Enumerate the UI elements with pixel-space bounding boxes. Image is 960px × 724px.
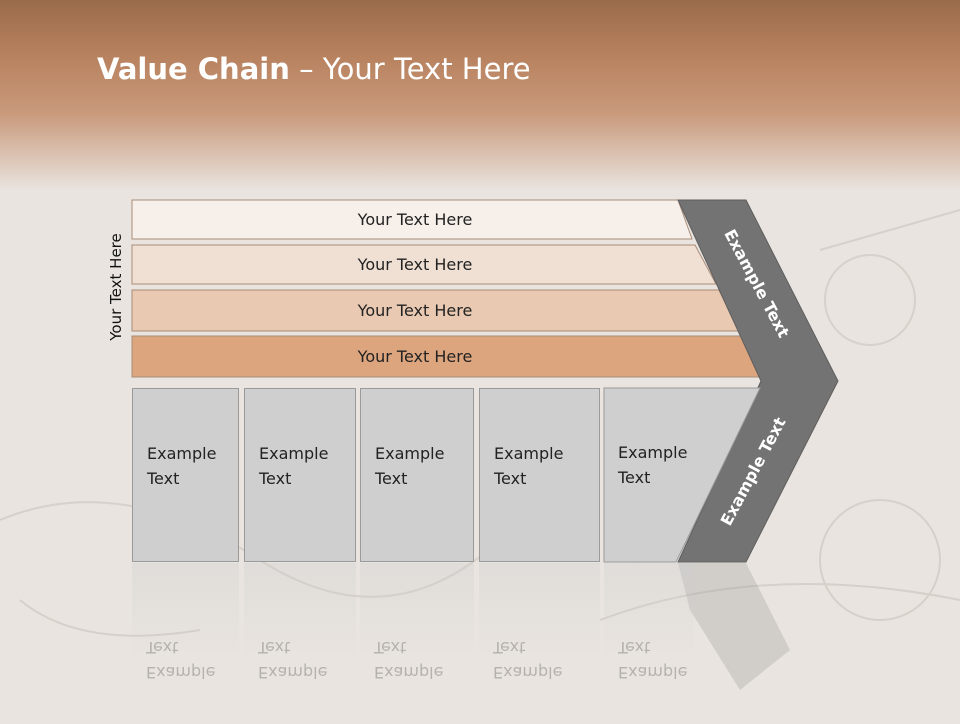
column-4-reflection-line1: Example — [493, 663, 563, 682]
column-3-reflection: Example Text — [360, 563, 474, 693]
page-title: Value Chain – Your Text Here — [97, 52, 531, 86]
chevron-shape — [677, 199, 839, 563]
band-1-shape — [131, 199, 693, 240]
column-5-line1: Example — [618, 443, 688, 462]
band-3-label: Your Text Here — [357, 301, 473, 320]
column-2-line2: Text — [259, 469, 292, 488]
column-5-reflection-line1: Example — [618, 663, 688, 682]
title-bar-gradient — [0, 0, 960, 190]
column-2-reflection: Example Text — [244, 563, 356, 693]
column-1-reflection-line2: Text — [146, 638, 179, 657]
column-4-line2: Text — [494, 469, 527, 488]
column-1-reflection: Example Text — [132, 563, 239, 693]
column-1-line1: Example — [147, 444, 217, 463]
band-4-label: Your Text Here — [357, 347, 473, 366]
band-2: Your Text Here — [132, 245, 698, 284]
band-4: Your Text Here — [132, 336, 698, 377]
band-1-label: Your Text Here — [357, 210, 473, 229]
column-1-line2: Text — [147, 469, 180, 488]
column-4-reflection: Example Text — [479, 563, 600, 693]
title-rest: – Your Text Here — [289, 52, 531, 86]
column-3-reflection-line2: Text — [374, 638, 407, 657]
column-2-reflection-line2: Text — [258, 638, 291, 657]
band-1: Your Text Here — [132, 200, 698, 239]
column-5-reflection-line2: Text — [618, 638, 651, 657]
column-3-line2: Text — [375, 469, 408, 488]
column-3-line1: Example — [375, 444, 445, 463]
chevron-reflection — [678, 563, 790, 690]
column-2-reflection-line1: Example — [258, 663, 328, 682]
column-5-shape — [603, 387, 761, 563]
column-5-line2: Text — [618, 468, 651, 487]
column-4-reflection-line2: Text — [493, 638, 526, 657]
band-2-label: Your Text Here — [357, 255, 473, 274]
column-5-reflection: Example Text — [604, 563, 694, 693]
column-1-reflection-line1: Example — [146, 663, 216, 682]
band-3: Your Text Here — [132, 290, 698, 331]
column-4-line1: Example — [494, 444, 564, 463]
title-bold: Value Chain — [97, 52, 290, 86]
column-3-reflection-line1: Example — [374, 663, 444, 682]
column-2-line1: Example — [259, 444, 329, 463]
